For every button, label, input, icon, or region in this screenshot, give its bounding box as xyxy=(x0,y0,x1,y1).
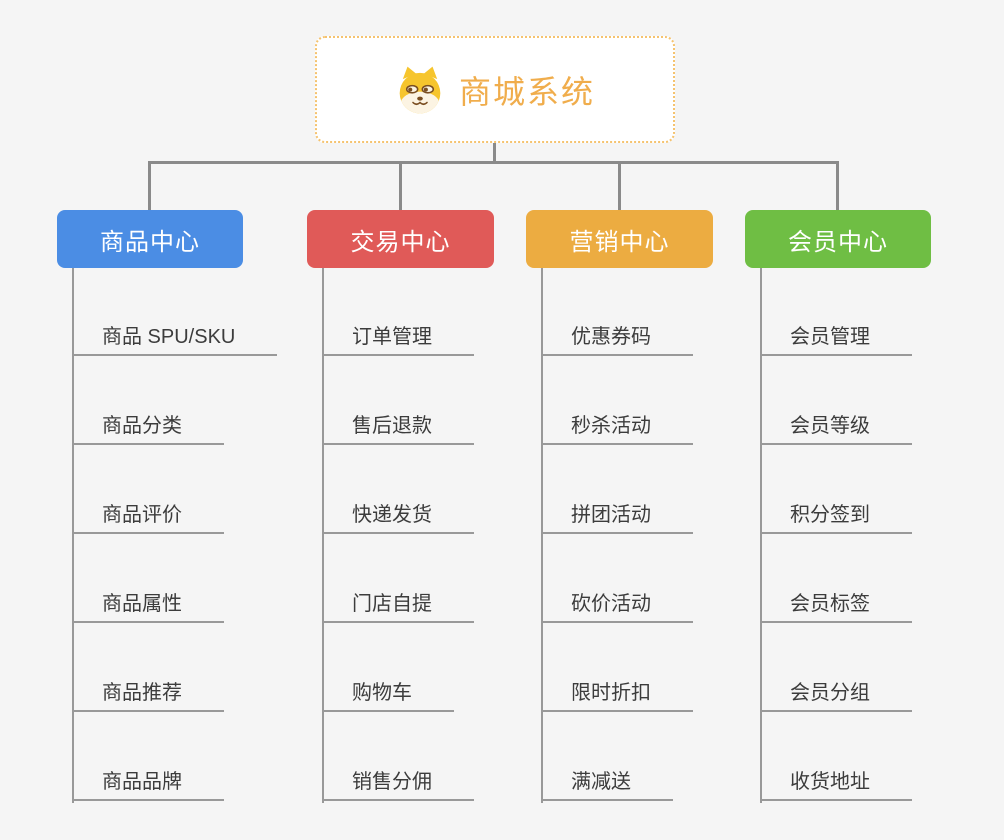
branch-node-product-center[interactable]: 商品中心 xyxy=(57,210,243,268)
sub-item-node[interactable]: 门店自提 xyxy=(322,534,474,623)
sub-item-node[interactable]: 满减送 xyxy=(541,712,673,801)
branch-trunk-1 xyxy=(72,268,74,803)
branch-items-product-center: 商品 SPU/SKU 商品分类 商品评价 商品属性 商品推荐 商品品牌 xyxy=(72,267,278,801)
sub-item-node[interactable]: 商品分类 xyxy=(72,356,224,445)
sub-item-node[interactable]: 商品 SPU/SKU xyxy=(72,267,278,356)
connector-drop-1 xyxy=(148,161,151,210)
sub-item-node[interactable]: 售后退款 xyxy=(322,356,474,445)
sub-item-node[interactable]: 会员分组 xyxy=(760,623,912,712)
sub-item-node[interactable]: 会员等级 xyxy=(760,356,912,445)
connector-horizontal xyxy=(148,161,839,164)
connector-root-trunk xyxy=(493,143,496,163)
branch-trunk-3 xyxy=(541,268,543,803)
root-node-mall-system[interactable]: 商城系统 xyxy=(315,36,675,143)
sub-item-node[interactable]: 快递发货 xyxy=(322,445,474,534)
branch-items-trade-center: 订单管理 售后退款 快递发货 门店自提 购物车 销售分佣 xyxy=(322,267,474,801)
connector-drop-3 xyxy=(618,161,621,210)
sub-item-node[interactable]: 拼团活动 xyxy=(541,445,693,534)
sub-item-node[interactable]: 销售分佣 xyxy=(322,712,474,801)
branch-node-marketing-center[interactable]: 营销中心 xyxy=(526,210,713,268)
branch-node-member-center[interactable]: 会员中心 xyxy=(745,210,931,268)
sub-item-node[interactable]: 会员标签 xyxy=(760,534,912,623)
sub-item-node[interactable]: 积分签到 xyxy=(760,445,912,534)
sub-item-node[interactable]: 订单管理 xyxy=(322,267,474,356)
sub-item-node[interactable]: 商品属性 xyxy=(72,534,224,623)
root-title: 商城系统 xyxy=(458,73,595,110)
sub-item-node[interactable]: 商品推荐 xyxy=(72,623,224,712)
sub-item-node[interactable]: 优惠券码 xyxy=(541,267,693,356)
sub-item-node[interactable]: 砍价活动 xyxy=(541,534,693,623)
dog-face-icon xyxy=(399,66,441,113)
branch-trunk-4 xyxy=(760,268,762,803)
branch-items-member-center: 会员管理 会员等级 积分签到 会员标签 会员分组 收货地址 xyxy=(760,267,912,801)
connector-drop-2 xyxy=(399,161,402,210)
connector-drop-4 xyxy=(836,161,839,210)
sub-item-node[interactable]: 购物车 xyxy=(322,623,454,712)
branch-items-marketing-center: 优惠券码 秒杀活动 拼团活动 砍价活动 限时折扣 满减送 xyxy=(541,267,693,801)
sub-item-node[interactable]: 会员管理 xyxy=(760,267,912,356)
sub-item-node[interactable]: 限时折扣 xyxy=(541,623,693,712)
sub-item-node[interactable]: 商品评价 xyxy=(72,445,224,534)
branch-trunk-2 xyxy=(322,268,324,803)
sub-item-node[interactable]: 收货地址 xyxy=(760,712,912,801)
sub-item-node[interactable]: 秒杀活动 xyxy=(541,356,693,445)
branch-node-trade-center[interactable]: 交易中心 xyxy=(307,210,494,268)
sub-item-node[interactable]: 商品品牌 xyxy=(72,712,224,801)
